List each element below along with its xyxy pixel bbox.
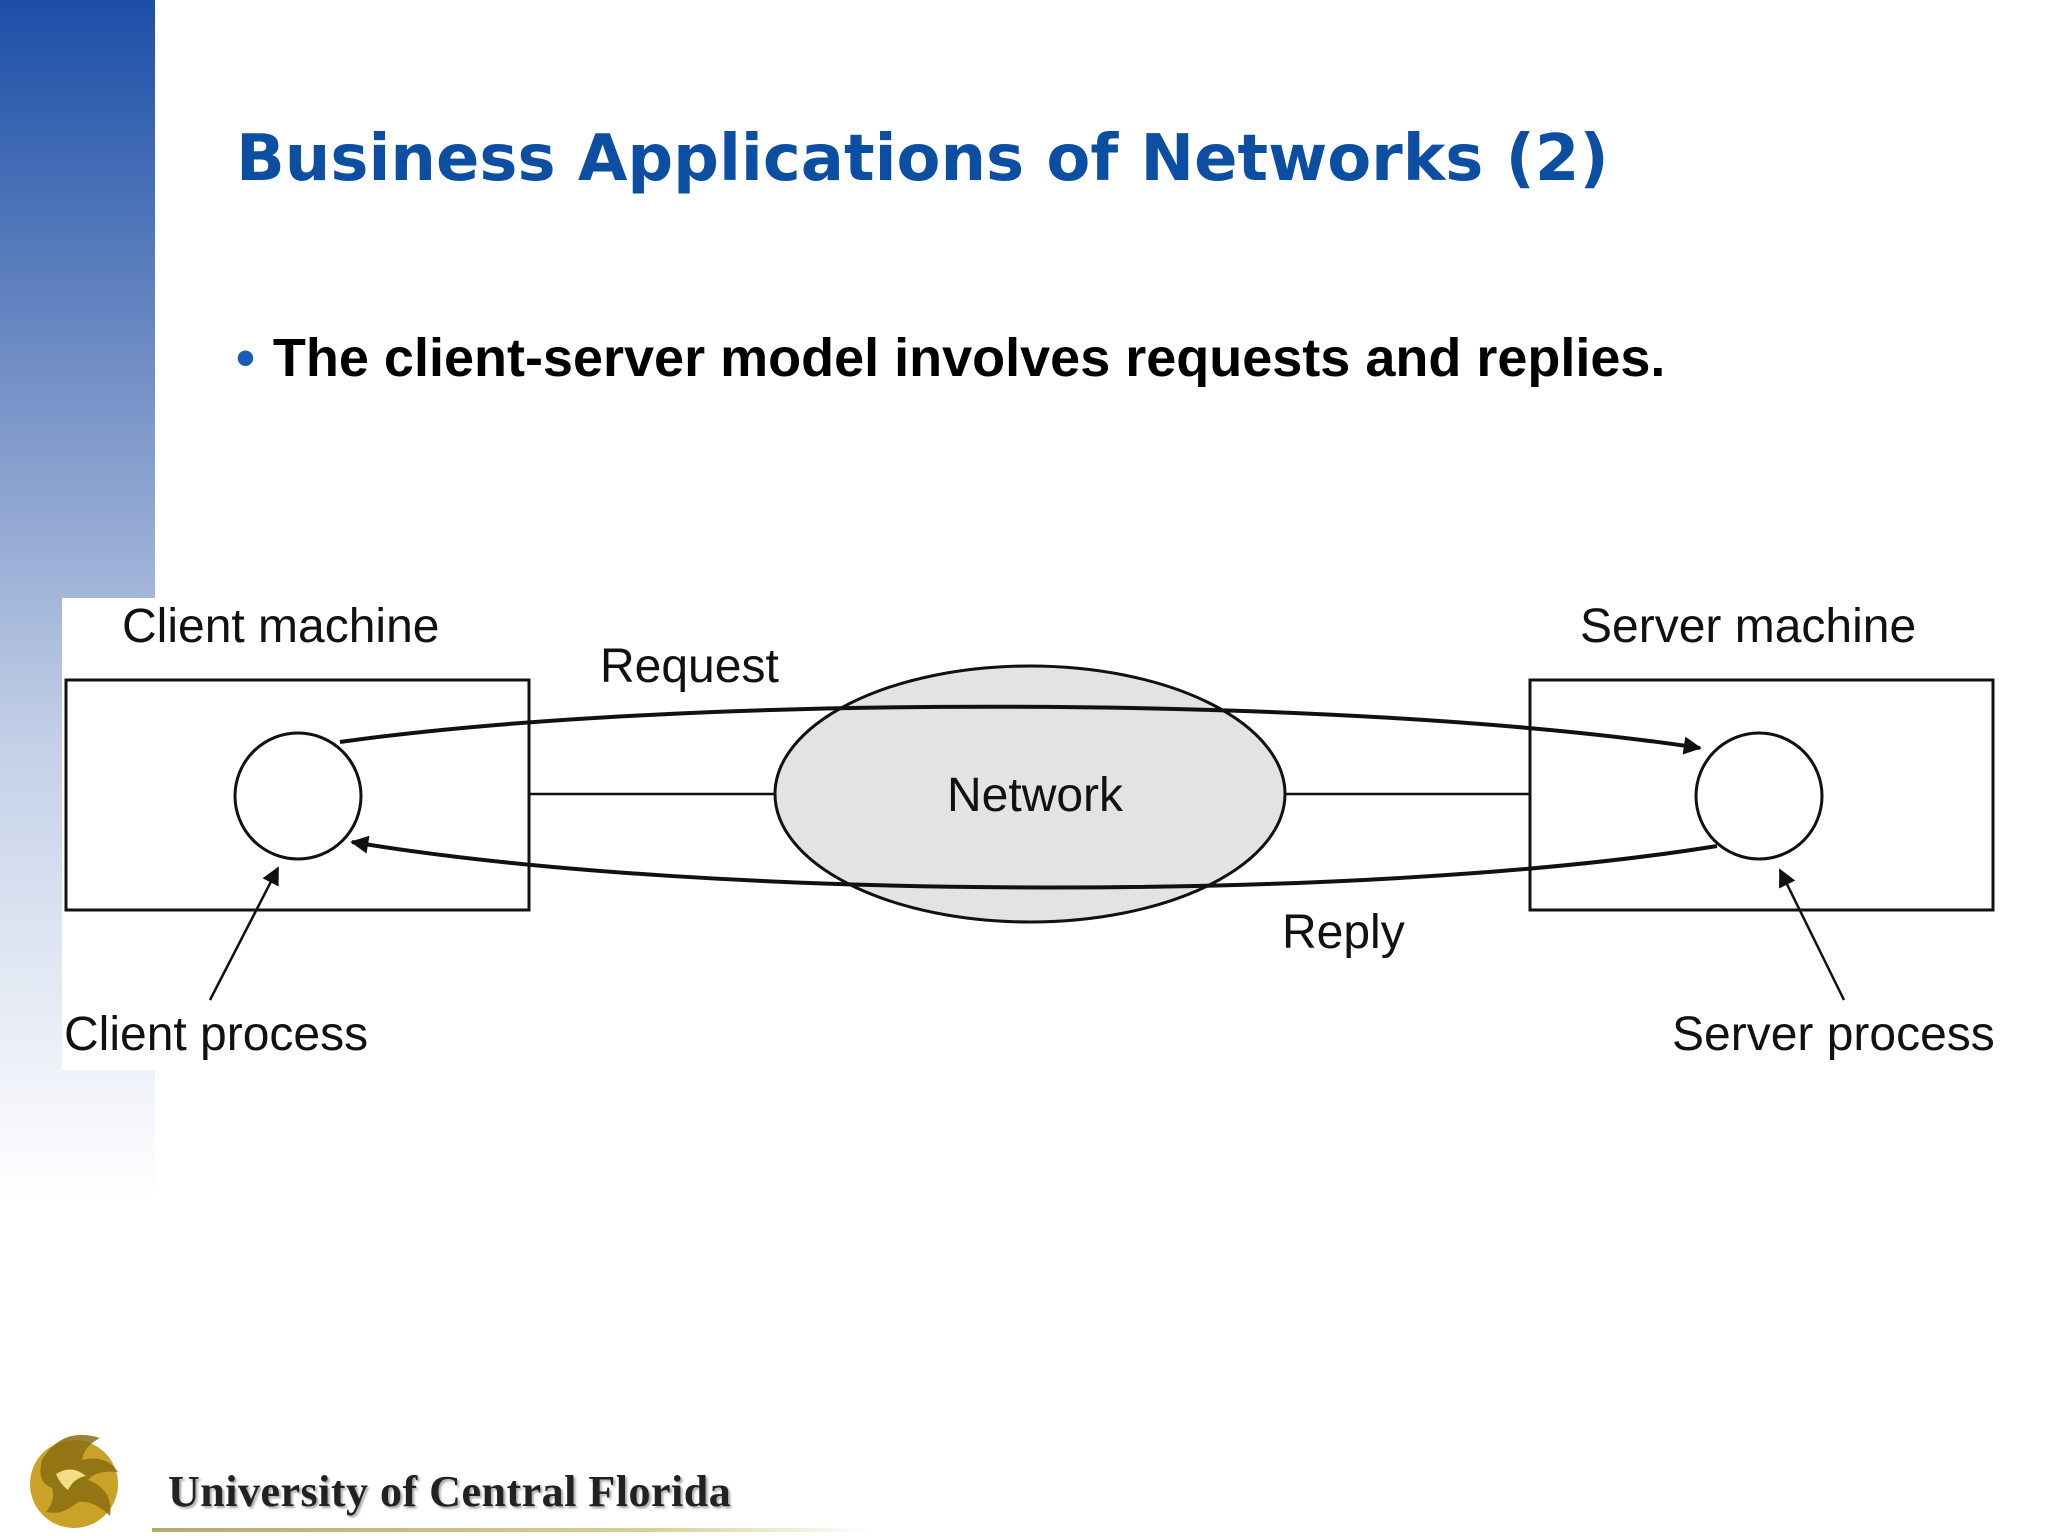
reply-label: Reply (1282, 906, 1405, 959)
bullet-marker: • (236, 328, 255, 388)
client-process-label: Client process (64, 1008, 368, 1061)
university-logo: University of Central Florida (22, 1420, 892, 1536)
server-machine-label: Server machine (1580, 600, 1916, 653)
reply-arrow (350, 835, 1718, 890)
university-name: University of Central Florida (168, 1467, 732, 1516)
network-ellipse (773, 664, 1287, 924)
network-label: Network (947, 769, 1124, 822)
client-process-circle (233, 731, 363, 861)
bullet-text: The client-server model involves request… (272, 328, 1666, 388)
server-process-pointer (1778, 868, 1846, 1001)
server-process-circle (1694, 731, 1824, 861)
server-process-label: Server process (1672, 1008, 1995, 1061)
client-server-diagram: Client machine Server machine Request Ne… (62, 598, 2022, 1070)
pegasus-emblem-icon (30, 1434, 119, 1528)
client-process-pointer (208, 866, 280, 1001)
slide-title: Business Applications of Networks (2) (236, 122, 1609, 196)
client-machine-label: Client machine (122, 600, 439, 653)
logo-underline (152, 1528, 872, 1532)
request-arrow (339, 704, 1702, 755)
request-label: Request (600, 640, 779, 693)
bullet-item: • The client-server model involves reques… (236, 327, 1665, 389)
diagram-canvas: Client machine Server machine Request Ne… (64, 600, 1995, 1061)
